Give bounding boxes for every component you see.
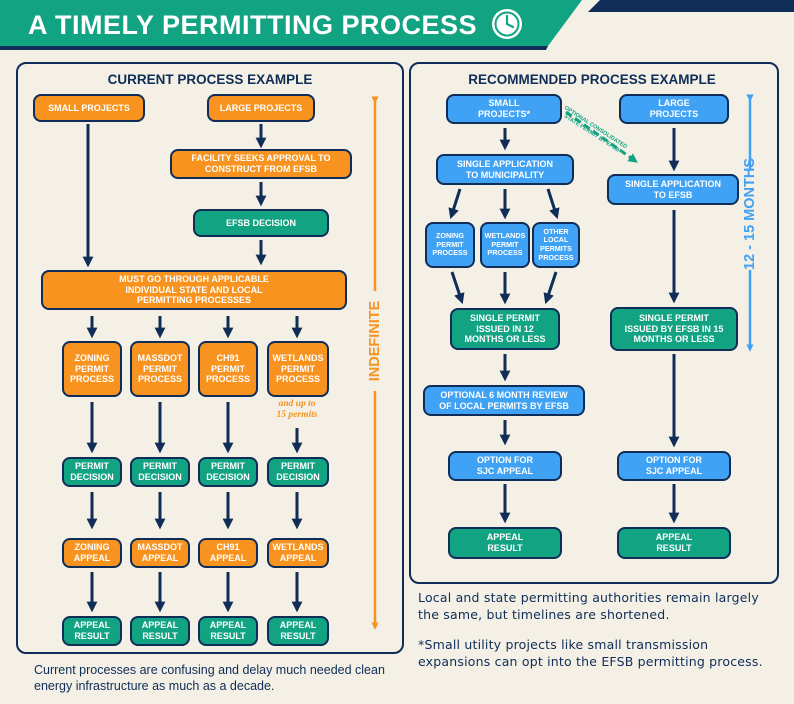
page-title: A TIMELY PERMITTING PROCESS: [28, 10, 478, 40]
rec-large-projects-box: LARGE PROJECTS: [619, 94, 729, 124]
rec-appeal-result-box-right: APPEAL RESULT: [617, 527, 731, 559]
must-go-through-box: MUST GO THROUGH APPLICABLE INDIVIDUAL ST…: [41, 270, 347, 310]
wetlands-appeal-box: WETLANDS APPEAL: [267, 538, 329, 568]
rec-small-projects-box: SMALL PROJECTS*: [446, 94, 562, 124]
appeal-result-box-2: APPEAL RESULT: [130, 616, 190, 646]
rec-zoning-permit-process-box: ZONING PERMIT PROCESS: [425, 222, 475, 268]
clock-icon: [492, 9, 522, 39]
months-timeline-label: 12 - 15 MONTHS: [741, 158, 759, 270]
title-banner: [0, 0, 794, 50]
single-application-municipality-box: SINGLE APPLICATION TO MUNICIPALITY: [436, 154, 574, 185]
rec-appeal-result-box-left: APPEAL RESULT: [448, 527, 562, 559]
small-projects-box: SMALL PROJECTS: [33, 94, 145, 122]
zoning-permit-process-box: ZONING PERMIT PROCESS: [62, 341, 122, 397]
single-permit-12-months-box: SINGLE PERMIT ISSUED IN 12 MONTHS OR LES…: [450, 308, 560, 350]
recommended-process-heading: RECOMMENDED PROCESS EXAMPLE: [468, 72, 716, 87]
sjc-appeal-box-left: OPTION FOR SJC APPEAL: [448, 451, 562, 481]
ch91-permit-process-box: CH91 PERMIT PROCESS: [198, 341, 258, 397]
facility-seeks-approval-box: FACILITY SEEKS APPROVAL TO CONSTRUCT FRO…: [170, 149, 352, 179]
massdot-appeal-box: MASSDOT APPEAL: [130, 538, 190, 568]
indefinite-timeline-label: INDEFINITE: [366, 291, 384, 391]
permit-decision-box-3: PERMIT DECISION: [198, 457, 258, 487]
permit-decision-box-4: PERMIT DECISION: [267, 457, 329, 487]
current-footnote: Current processes are confusing and dela…: [34, 663, 385, 694]
recommended-footnote-1: Local and state permitting authorities r…: [418, 590, 759, 622]
permit-decision-box-2: PERMIT DECISION: [130, 457, 190, 487]
single-permit-15-months-box: SINGLE PERMIT ISSUED BY EFSB IN 15 MONTH…: [610, 307, 738, 351]
appeal-result-box-4: APPEAL RESULT: [267, 616, 329, 646]
current-process-heading: CURRENT PROCESS EXAMPLE: [107, 72, 313, 87]
optional-6-month-review-box: OPTIONAL 6 MONTH REVIEW OF LOCAL PERMITS…: [423, 385, 585, 416]
wetlands-permit-process-box: WETLANDS PERMIT PROCESS: [267, 341, 329, 397]
sjc-appeal-box-right: OPTION FOR SJC APPEAL: [617, 451, 731, 481]
rec-other-local-permits-box: OTHER LOCAL PERMITS PROCESS: [532, 222, 580, 268]
rec-wetlands-permit-process-box: WETLANDS PERMIT PROCESS: [480, 222, 530, 268]
up-to-15-permits-note: and up to 15 permits: [276, 399, 318, 421]
appeal-result-box-1: APPEAL RESULT: [62, 616, 122, 646]
ch91-appeal-box: CH91 APPEAL: [198, 538, 258, 568]
large-projects-box: LARGE PROJECTS: [207, 94, 315, 122]
appeal-result-box-3: APPEAL RESULT: [198, 616, 258, 646]
permit-decision-box-1: PERMIT DECISION: [62, 457, 122, 487]
efsb-decision-box: EFSB DECISION: [193, 209, 329, 237]
massdot-permit-process-box: MASSDOT PERMIT PROCESS: [130, 341, 190, 397]
zoning-appeal-box: ZONING APPEAL: [62, 538, 122, 568]
recommended-footnote-2: *Small utility projects like small trans…: [418, 637, 763, 669]
single-application-efsb-box: SINGLE APPLICATION TO EFSB: [607, 174, 739, 205]
